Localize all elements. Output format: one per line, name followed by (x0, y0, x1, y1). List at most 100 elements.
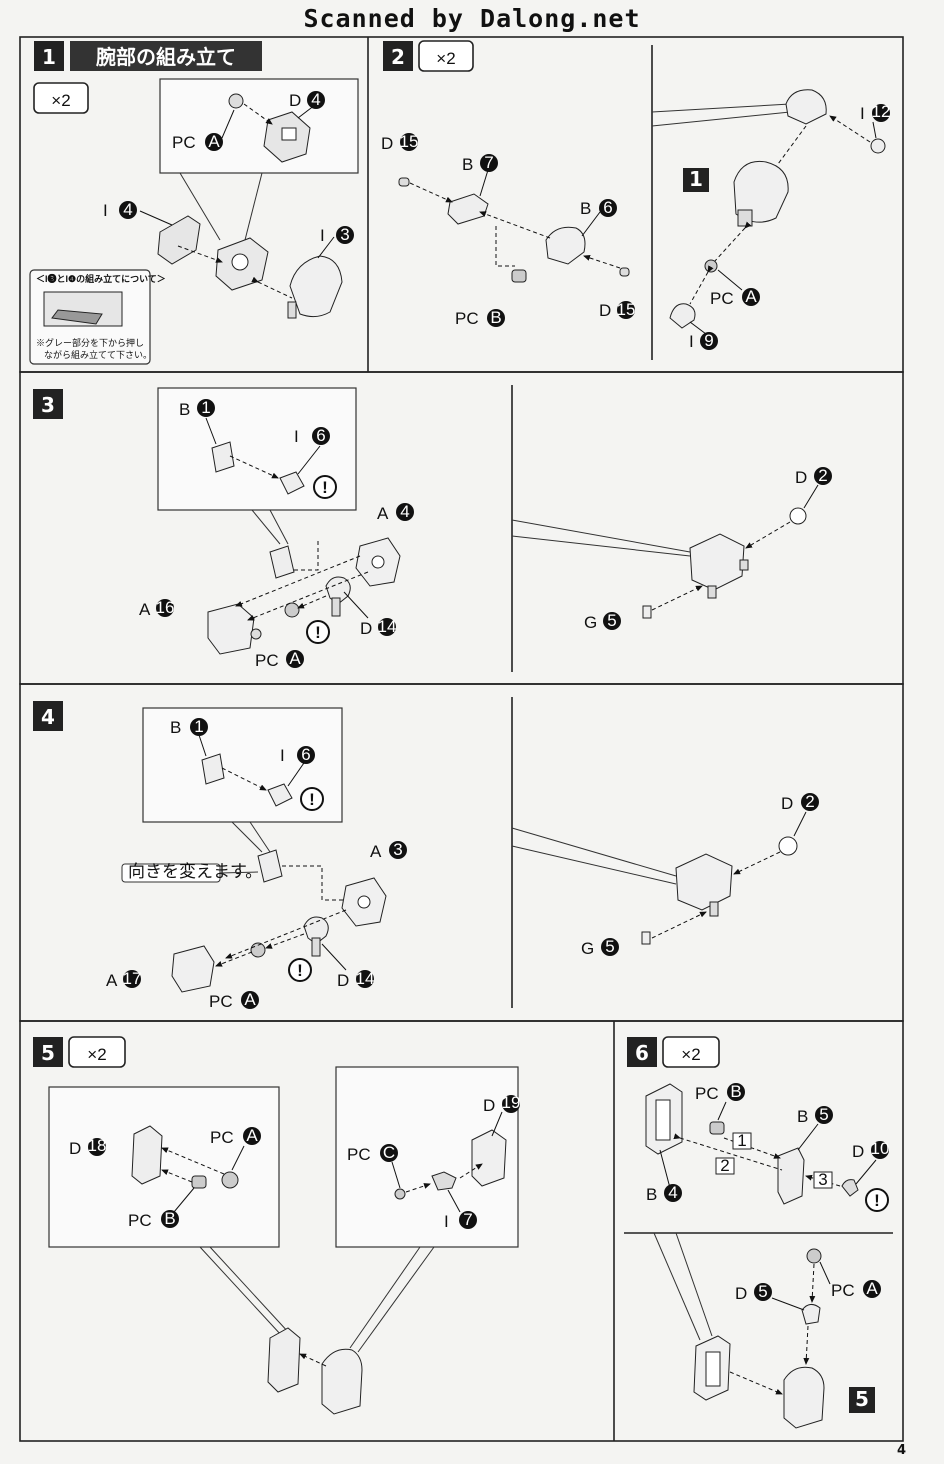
svg-text:3: 3 (818, 1170, 827, 1189)
svg-text:A: A (377, 504, 389, 523)
svg-text:D: D (381, 134, 393, 153)
svg-text:PC: PC (347, 1145, 371, 1164)
svg-text:!: ! (309, 790, 315, 809)
svg-text:B: B (164, 1209, 175, 1228)
step-1-number: 1 (42, 45, 56, 69)
svg-text:15: 15 (400, 132, 419, 151)
svg-text:D: D (360, 619, 372, 638)
svg-text:G: G (581, 939, 594, 958)
step-1-multiplier: ×2 (51, 91, 70, 110)
svg-text:A: A (246, 1126, 258, 1145)
svg-text:I: I (860, 104, 865, 123)
step-4-note: 向きを変えます。 (128, 862, 262, 881)
svg-text:PC: PC (455, 309, 479, 328)
svg-text:B: B (646, 1185, 657, 1204)
svg-text:2: 2 (391, 45, 405, 69)
svg-text:A: A (106, 971, 118, 990)
svg-text:6: 6 (635, 1041, 649, 1065)
step-6: 6 ×2 1 2 3 ! PC B B 5 D 10 B 4 (627, 1036, 890, 1429)
svg-text:C: C (383, 1143, 395, 1162)
svg-text:D: D (69, 1139, 81, 1158)
svg-text:I: I (689, 332, 694, 351)
svg-text:×2: ×2 (87, 1045, 106, 1064)
svg-text:1: 1 (737, 1131, 746, 1150)
svg-text:18: 18 (88, 1136, 107, 1155)
label-i3-text: I (320, 226, 325, 245)
svg-text:2: 2 (818, 466, 827, 485)
step-1-number-box (34, 41, 64, 71)
svg-text:I: I (444, 1212, 449, 1231)
svg-text:6: 6 (316, 426, 325, 445)
svg-text:!: ! (315, 623, 321, 642)
step-5-right-part (321, 1348, 363, 1415)
svg-text:A: A (370, 842, 382, 861)
svg-text:19: 19 (502, 1093, 521, 1112)
svg-text:14: 14 (356, 969, 375, 988)
svg-text:16: 16 (156, 598, 175, 617)
svg-text:2: 2 (720, 1156, 729, 1175)
step-5-left-part (267, 1327, 301, 1393)
label-i4-text: I (103, 201, 108, 220)
svg-text:B: B (170, 718, 181, 737)
svg-text:B: B (797, 1107, 808, 1126)
svg-text:※グレー部分を下から押し: ※グレー部分を下から押し (36, 337, 144, 348)
svg-text:10: 10 (871, 1139, 890, 1158)
svg-text:2: 2 (805, 792, 814, 811)
step-3: 3 ! B 1 I 6 A 4 A 16 PC (33, 387, 832, 670)
step-1: 1 腕部の組み立て ×2 D 4 PC A I 4 I (29, 41, 359, 365)
svg-text:A: A (139, 600, 151, 619)
svg-text:I: I (294, 427, 299, 446)
svg-text:3: 3 (393, 840, 402, 859)
step-4-result (675, 853, 733, 911)
svg-text:A: A (244, 990, 256, 1009)
svg-text:3: 3 (41, 393, 55, 417)
step-3-result (689, 533, 745, 591)
svg-text:D: D (483, 1096, 495, 1115)
svg-text:5: 5 (607, 611, 616, 630)
svg-text:!: ! (297, 961, 303, 980)
label-pca-text: PC (172, 133, 196, 152)
svg-text:PC: PC (210, 1128, 234, 1147)
part-i3 (289, 255, 343, 318)
svg-text:3: 3 (340, 225, 349, 244)
svg-text:A: A (289, 649, 301, 668)
svg-text:×2: ×2 (436, 49, 455, 68)
svg-text:6: 6 (603, 198, 612, 217)
step-5: 5 ×2 D 18 PC A PC B (33, 1036, 521, 1415)
svg-text:PC: PC (128, 1211, 152, 1230)
step-6-result (783, 1366, 825, 1429)
page-number: 4 (896, 1443, 906, 1458)
step-1-title-box (70, 41, 262, 71)
svg-text:D: D (795, 468, 807, 487)
svg-text:B: B (179, 400, 190, 419)
svg-text:4: 4 (400, 502, 409, 521)
svg-text:!: ! (874, 1191, 880, 1210)
svg-text:I: I (280, 746, 285, 765)
step-1-multiplier-box (33, 82, 89, 114)
panel-borders (19, 36, 904, 1442)
svg-text:14: 14 (378, 617, 397, 636)
svg-text:B: B (490, 308, 501, 327)
svg-text:5: 5 (855, 1387, 869, 1411)
svg-text:17: 17 (123, 969, 142, 988)
svg-text:12: 12 (872, 102, 891, 121)
part-i4 (157, 215, 201, 265)
svg-text:7: 7 (484, 153, 493, 172)
poly-cap (228, 93, 244, 109)
svg-text:15: 15 (617, 300, 636, 319)
step-2-sub-assembly (733, 160, 789, 223)
svg-text:4: 4 (123, 200, 132, 219)
svg-text:5: 5 (819, 1105, 828, 1124)
label-d4-text: D (289, 91, 301, 110)
svg-text:1: 1 (194, 717, 203, 736)
svg-text:4: 4 (668, 1183, 677, 1202)
svg-text:B: B (462, 155, 473, 174)
svg-text:×2: ×2 (681, 1045, 700, 1064)
svg-text:D: D (781, 794, 793, 813)
svg-text:9: 9 (704, 331, 713, 350)
step-4: 4 ! 向きを変えます。 B 1 I 6 A 3 A (33, 701, 819, 1011)
svg-text:4: 4 (41, 705, 55, 729)
svg-text:1: 1 (689, 167, 703, 191)
svg-text:4: 4 (311, 90, 320, 109)
svg-text:D: D (852, 1142, 864, 1161)
